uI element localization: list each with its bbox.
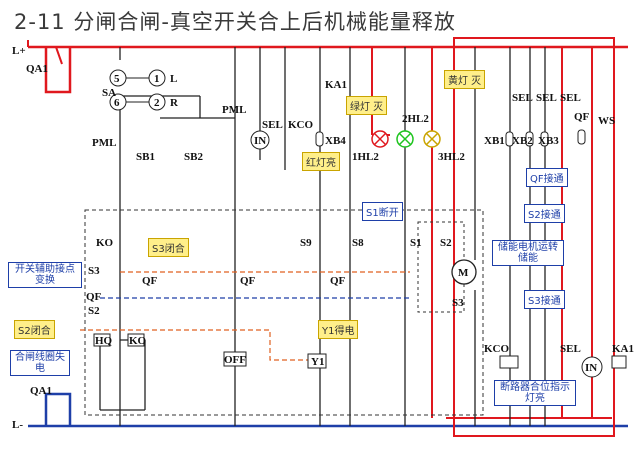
- selector-switch: [109, 69, 166, 111]
- label-c6: 6: [114, 97, 120, 109]
- circuit-wiring: [99, 47, 546, 426]
- label-qf1: QF: [86, 291, 102, 303]
- callout-s2-on: S2接通: [524, 204, 565, 223]
- label-qa1-bottom: QA1: [30, 385, 52, 397]
- label-c5: 5: [114, 73, 120, 85]
- label-s8: S8: [352, 237, 364, 249]
- mechanism-box: [84, 209, 484, 416]
- label-r: R: [170, 97, 179, 109]
- label-y1: Y1: [311, 356, 324, 368]
- label-sel1: SEL: [262, 119, 283, 131]
- label-sel-r2: SEL: [536, 92, 557, 104]
- label-pml-right: PML: [222, 104, 246, 116]
- label-ko-box: KO: [129, 335, 147, 347]
- callout-s1-open: S1断开: [362, 202, 403, 221]
- label-qf4: QF: [330, 275, 346, 287]
- callout-s2-close: S2闭合: [14, 320, 55, 339]
- label-xb2: XB2: [512, 135, 533, 147]
- callout-green-off: 绿灯 灭: [346, 96, 388, 115]
- label-xb3: XB3: [538, 135, 559, 147]
- label-off: OFF: [224, 354, 246, 366]
- negative-rail: [28, 392, 628, 428]
- label-lminus: L-: [12, 419, 23, 431]
- component-labels: L+ QA1 L- QA1 SA 5 1 6 2 L R PML PML SB1…: [12, 45, 634, 431]
- label-ko: KO: [96, 237, 114, 249]
- linkage-dash-3: [80, 329, 310, 361]
- label-s3: S3: [88, 265, 100, 277]
- label-s2: S2: [88, 305, 100, 317]
- label-s1: S1: [410, 237, 422, 249]
- page-title: 2-11 分闸合闸-真空开关合上后机械能量释放: [14, 10, 456, 34]
- label-hl1: 1HL2: [352, 151, 379, 163]
- callout-y1-on: Y1得电: [318, 320, 359, 339]
- label-xb1: XB1: [484, 135, 505, 147]
- label-sel-r3: SEL: [560, 92, 581, 104]
- label-sb1: SB1: [136, 151, 155, 163]
- callout-qf-on: QF接通: [526, 168, 568, 187]
- label-qf2: QF: [142, 275, 158, 287]
- label-hl2: 2HL2: [402, 113, 429, 125]
- label-ka1-b: KA1: [612, 343, 634, 355]
- label-sel-b: SEL: [560, 343, 581, 355]
- label-kco1: KCO: [288, 119, 314, 131]
- motor-symbol: [451, 259, 477, 285]
- label-sa: SA: [102, 87, 116, 99]
- callout-yellow-off: 黄灯 灭: [444, 70, 486, 89]
- label-l: L: [170, 73, 177, 85]
- label-s2b: S2: [440, 237, 452, 249]
- label-ka1-top: KA1: [325, 79, 347, 91]
- label-c2: 2: [154, 97, 160, 109]
- callout-motor: 储能电机运转储能: [492, 240, 564, 266]
- label-c1: 1: [154, 73, 160, 85]
- label-s3b: S3: [452, 297, 464, 309]
- active-branches: [371, 47, 612, 419]
- label-lplus: L+: [12, 45, 26, 57]
- callout-red-on: 红灯亮: [302, 152, 340, 171]
- label-qa1-top: QA1: [26, 63, 48, 75]
- label-hq: HQ: [95, 335, 113, 347]
- callout-s3-close: S3闭合: [148, 238, 189, 257]
- positive-rail: [27, 40, 628, 94]
- callout-coil-lose: 合闸线圈失电: [10, 350, 70, 376]
- indicator-lamps: [250, 130, 603, 378]
- callout-s3-on: S3接通: [524, 290, 565, 309]
- label-qf3: QF: [240, 275, 256, 287]
- label-qf-r: QF: [574, 111, 590, 123]
- callout-aux-change: 开关辅助接点变换: [8, 262, 82, 288]
- label-ws: WS: [598, 115, 615, 127]
- fuse-links: [315, 129, 586, 147]
- label-xb4: XB4: [325, 135, 346, 147]
- coils: [93, 333, 627, 369]
- energized-frame: [453, 37, 615, 437]
- callout-breaker-lamp: 断路器合位指示灯亮: [494, 380, 576, 406]
- label-sb2: SB2: [184, 151, 203, 163]
- label-m: M: [458, 267, 469, 279]
- label-hl3: 3HL2: [438, 151, 465, 163]
- label-kco2: KCO: [484, 343, 510, 355]
- label-in-b: IN: [585, 362, 597, 374]
- label-s9: S9: [300, 237, 312, 249]
- label-in-top: IN: [254, 135, 266, 147]
- label-sel-r1: SEL: [512, 92, 533, 104]
- label-pml-left: PML: [92, 137, 116, 149]
